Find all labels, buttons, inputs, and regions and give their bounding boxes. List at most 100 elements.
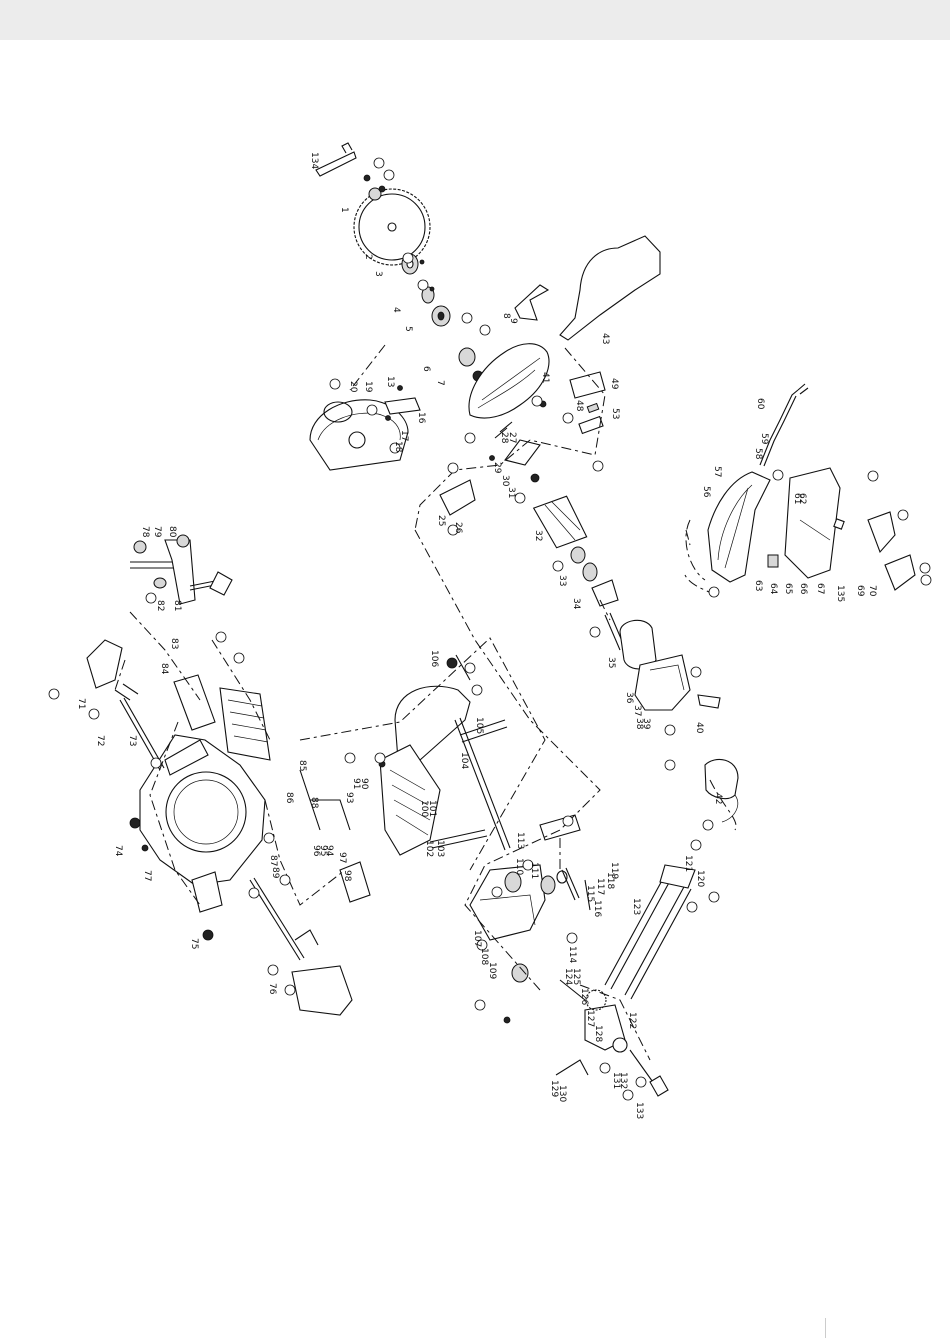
upper-guard-part: [468, 284, 550, 419]
base-part: [114, 683, 319, 961]
part-label: 122: [627, 1012, 637, 1029]
part-label: 53: [610, 408, 620, 419]
part-label: 108: [479, 948, 489, 965]
part-label: 41: [540, 372, 550, 383]
part-label: 130: [557, 1085, 567, 1102]
rail-lock-part: [130, 534, 233, 605]
part-label: 133: [634, 1102, 644, 1119]
part-label: 27: [507, 432, 517, 443]
part-label: 109: [487, 962, 497, 979]
part-label: 98: [342, 870, 352, 882]
part-label: 126: [579, 988, 589, 1005]
part-label: 132: [618, 1072, 628, 1089]
part-label: 16: [416, 412, 426, 424]
part-label: 113: [515, 832, 525, 849]
part-label: 135: [835, 585, 845, 602]
part-label: 63: [753, 580, 763, 591]
part-label: 107: [472, 930, 482, 947]
assembly-lines: [114, 344, 737, 1061]
part-label: 61: [792, 493, 802, 504]
part-label: 49: [609, 378, 619, 390]
part-label: 59: [759, 433, 769, 445]
part-label: 128: [593, 1025, 603, 1042]
part-label: 123: [631, 898, 641, 915]
slide-assembly-part: [469, 814, 591, 1024]
part-label: 2: [363, 254, 373, 260]
part-label: 101: [427, 800, 437, 817]
part-label: 67: [815, 583, 825, 594]
part-label: 7: [435, 380, 445, 386]
part-label: 42: [713, 793, 723, 804]
dust-bag-part: [559, 235, 661, 341]
part-label: 131: [611, 1072, 621, 1089]
part-label: 26: [453, 522, 463, 534]
part-label: 86: [284, 792, 294, 804]
part-label: 80: [167, 526, 177, 538]
part-label: 35: [606, 657, 616, 668]
part-label: 75: [189, 938, 199, 949]
part-label: 106: [429, 650, 439, 667]
part-label: 38: [634, 718, 644, 730]
part-label: 81: [172, 600, 182, 611]
part-label: 129: [549, 1080, 559, 1097]
part-label: 95: [318, 845, 328, 856]
part-label: 36: [624, 692, 634, 704]
part-label: 114: [567, 946, 577, 963]
lower-guard-part: [309, 385, 421, 471]
part-label: 76: [267, 983, 277, 995]
arm-linkage-parts: [439, 371, 606, 516]
part-label: 134: [309, 152, 319, 169]
part-label: 20: [348, 381, 358, 393]
header-band: [0, 0, 950, 40]
part-label: 62: [797, 493, 807, 504]
part-label: 40: [694, 722, 704, 734]
part-label: 125: [571, 968, 581, 985]
part-label: 5: [403, 326, 413, 332]
part-label: 6: [421, 366, 431, 372]
part-label: 79: [152, 526, 162, 538]
part-label: 104: [459, 752, 469, 769]
part-label: 56: [701, 486, 711, 498]
part-label: 111: [529, 862, 539, 879]
part-label: 4: [391, 307, 401, 313]
part-label: 100: [419, 800, 429, 817]
motor-housing-part: [619, 619, 739, 823]
part-label: 32: [533, 530, 543, 541]
page-divider: [825, 1318, 826, 1338]
part-label: 74: [113, 845, 123, 857]
part-label: 115: [585, 885, 595, 902]
part-label: 28: [499, 432, 509, 444]
part-label: 117: [595, 878, 605, 895]
part-label: 89: [270, 867, 280, 879]
part-label: 66: [798, 583, 808, 595]
part-label: 78: [140, 526, 150, 538]
part-label: 37: [632, 705, 642, 716]
part-label: 65: [783, 583, 793, 594]
part-label: 31: [506, 487, 516, 498]
part-label: 105: [474, 717, 484, 734]
part-label: 96: [311, 845, 321, 857]
part-label: 19: [363, 381, 373, 393]
part-label: 39: [641, 718, 651, 730]
part-label: 9: [508, 318, 518, 324]
part-label: 116: [592, 900, 602, 917]
part-label: 103: [435, 840, 445, 857]
part-label: 69: [855, 585, 865, 597]
part-label: 29: [492, 462, 502, 474]
part-label: 64: [768, 583, 778, 595]
part-label: 58: [753, 448, 763, 460]
part-label: 119: [609, 862, 619, 879]
part-label: 57: [712, 466, 722, 477]
motor-armature-part: [532, 495, 626, 651]
part-label: 127: [585, 1010, 595, 1027]
part-label: 82: [155, 600, 165, 611]
part-label: 70: [867, 585, 877, 597]
part-label: 118: [605, 872, 615, 889]
part-label: 8: [501, 313, 511, 319]
part-label: 102: [424, 840, 434, 857]
part-label: 83: [169, 638, 179, 649]
part-label: 1: [339, 207, 349, 213]
handle-assembly-part: [684, 383, 916, 596]
part-label: 85: [297, 760, 307, 771]
part-label: 18: [393, 441, 403, 453]
